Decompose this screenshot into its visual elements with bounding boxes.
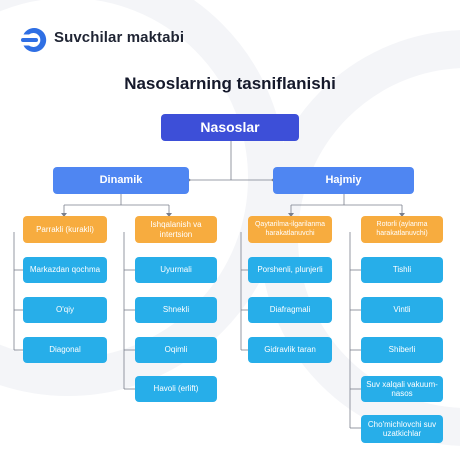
leaf-tishli: Tishli: [361, 257, 443, 283]
leaf-havoli-erlift: Havoli (erlift): [135, 376, 217, 402]
node-hajmiy: Hajmiy: [273, 167, 414, 194]
leaf-chomichlovchi-suv-uzatkichlar: Cho'michlovchi suv uzatkichlar: [361, 415, 443, 443]
logo-icon: [21, 27, 47, 52]
diagram-title: Nasoslarning tasniflanishi: [124, 74, 336, 93]
node-dinamik: Dinamik: [53, 167, 189, 194]
node-nasoslar: Nasoslar: [161, 114, 299, 141]
node-rotorli: Rotorli (aylanma harakatlanuvchi): [361, 216, 443, 243]
node-qaytarilma-ilgarilanma: Qaytarilma-ilgarilanma harakatlanuvchi: [248, 216, 332, 243]
leaf-markazdan-qochma: Markazdan qochma: [23, 257, 107, 283]
node-parrakli-kurakli: Parrakli (kurakli): [23, 216, 107, 243]
leaf-uyurmali: Uyurmali: [135, 257, 217, 283]
leaf-porshenli-plunjerli: Porshenli, plunjerli: [248, 257, 332, 283]
leaf-shiberli: Shiberli: [361, 337, 443, 363]
leaf-diagonal: Diagonal: [23, 337, 107, 363]
leaf-vintli: Vintli: [361, 297, 443, 323]
leaf-diafragmali: Diafragmali: [248, 297, 332, 323]
brand-name: Suvchilar maktabi: [54, 29, 185, 46]
leaf-gidravlik-taran: Gidravlik taran: [248, 337, 332, 363]
leaf-oqiy: O'qiy: [23, 297, 107, 323]
leaf-oqimli: Oqimli: [135, 337, 217, 363]
leaf-suv-xalqali-vakuum-nasos: Suv xalqali vakuum-nasos: [361, 376, 443, 402]
node-ishqalanish-va-intertsion: Ishqalanish va intertsion: [135, 216, 217, 243]
leaf-shnekli: Shnekli: [135, 297, 217, 323]
